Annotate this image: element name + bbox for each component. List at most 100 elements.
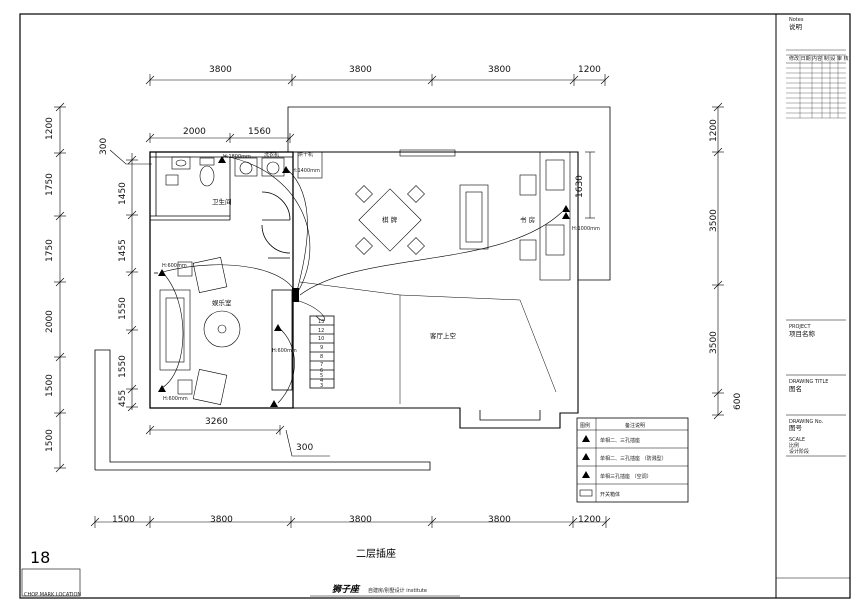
stair-num: 5: [320, 373, 323, 379]
tb-notes-en: Notes: [789, 17, 804, 23]
room-entertainment: 娱乐室: [212, 298, 232, 307]
socket-h600-a: [158, 269, 166, 276]
room-labels: 卫生间 棋 牌 书 房 娱乐室 客厅上空: [212, 197, 535, 340]
stamp-label: CHOP MARK LOCATION: [24, 592, 81, 598]
dim-left-6: 1500: [45, 429, 55, 452]
tb-drawing-no-en: DRAWING No.: [789, 419, 824, 425]
sockets: [158, 156, 570, 407]
legend-row-1: 单相二、三孔插座: [600, 437, 640, 444]
furniture: [159, 149, 571, 405]
dim-1630: 1630: [575, 175, 585, 198]
stair-num: 9: [320, 345, 323, 351]
dim-bottom-3: 3800: [349, 515, 372, 525]
socket-h600-b: [158, 385, 166, 392]
tb-drawing-no-cn: 图号: [789, 424, 803, 432]
dim-inner-left-1: 1450: [118, 182, 128, 205]
stair-numbers: 13 12 10 9 8 7 6 5 4 3: [318, 319, 324, 389]
socket-label-h1000: H:1000mm: [572, 226, 600, 232]
dim-top-3: 3800: [488, 65, 511, 75]
fixture-washer: 洗衣机: [264, 151, 279, 158]
room-study: 书 房: [520, 215, 535, 224]
socket-label-h1800: H:1800mm: [223, 154, 251, 160]
dim-300-top: 300: [99, 138, 109, 155]
socket-h1000-a: [562, 205, 570, 212]
legend-splash-socket-icon: [582, 453, 590, 460]
dim-right-1: 1200: [709, 119, 719, 142]
dimension-lines: [54, 74, 724, 528]
dim-bottom-1: 1500: [112, 515, 135, 525]
socket-label-h600c: H:600mm: [272, 348, 297, 354]
dim-left-2: 1750: [45, 173, 55, 196]
legend-row-4: 开关箱体: [600, 491, 620, 498]
tb-drawing-title-en: DRAWING TITLE: [789, 379, 828, 385]
fixture-dryer: 烘干机: [298, 151, 313, 158]
dim-bottom-2: 3800: [210, 515, 233, 525]
legend-col-1: 图例: [580, 422, 590, 429]
tb-small-3: 设计阶段: [789, 448, 809, 455]
brand-slogan: 自建房/别墅设计 institute: [368, 587, 427, 594]
stair-num: 12: [318, 328, 324, 334]
legend-row-3: 单相三孔插座 （空调）: [600, 473, 652, 480]
dim-bottom-4: 3800: [488, 515, 511, 525]
dim-3260: 3260: [205, 417, 228, 427]
tb-notes-cn: 说明: [789, 22, 803, 31]
dim-left-4: 2000: [45, 310, 55, 333]
walls: [94, 106, 611, 471]
socket-h1000-b: [562, 212, 570, 219]
tb-small-2: 比例: [789, 442, 799, 449]
dim-top-1: 3800: [209, 65, 232, 75]
dim-300-bottom: 300: [296, 443, 313, 453]
stair-num: 8: [320, 354, 323, 360]
dim-left-3: 1750: [45, 239, 55, 262]
socket-label-h600b: H:600mm: [163, 396, 188, 402]
dim-right-2: 3500: [709, 209, 719, 232]
room-mahjong: 棋 牌: [382, 215, 398, 224]
stamp-box: [21, 568, 81, 597]
dim-inner-left-2: 1455: [118, 239, 128, 262]
wiring: [161, 155, 563, 404]
tb-project-en: PROJECT: [789, 324, 812, 330]
title-block: Notes 说明 修改 日期 内容 制 设 审 核 PROJECT 项目名称 D…: [786, 17, 849, 457]
brand-logo: 狮子座: [332, 584, 361, 595]
dim-left-5: 1500: [45, 374, 55, 397]
legend-box-icon: [579, 489, 593, 497]
tb-project-cn: 项目名称: [789, 329, 816, 338]
dim-top-4: 1200: [578, 65, 601, 75]
tb-drawing-title-cn: 图名: [789, 384, 802, 393]
dim-top-2: 3800: [349, 65, 372, 75]
dim-inner-top-2: 1560: [248, 127, 271, 137]
dim-inner-left-5: 455: [118, 390, 128, 407]
legend-row-2: 单相二、三孔插座 （防溅型）: [600, 455, 667, 462]
stair-num: 10: [318, 336, 324, 342]
socket-labels: H:1800mm H:1400mm H:1000mm H:600mm H:600…: [162, 151, 600, 402]
dim-inner-left-3: 1550: [118, 297, 128, 320]
tb-small-1: SCALE: [789, 437, 805, 443]
distribution-box: [292, 288, 299, 302]
dim-right-4: 600: [733, 393, 743, 410]
socket-h1400: [282, 166, 290, 173]
socket-bottom: [270, 400, 278, 407]
stair-num: 6: [320, 368, 323, 374]
socket-h1800: [218, 156, 226, 163]
stair-num: 7: [320, 362, 323, 368]
legend-col-2: 备注说明: [625, 422, 645, 429]
sheet-border: [19, 13, 851, 599]
stair-num: 13: [318, 319, 324, 325]
legend-table: 图例 备注说明 单相二、三孔插座 单相二、三孔插座 （防溅型） 单相三孔插座 （…: [576, 417, 689, 503]
dim-bottom-5: 1200: [578, 515, 601, 525]
dim-inner-top-1: 2000: [183, 127, 206, 137]
room-bath: 卫生间: [212, 197, 232, 206]
sheet-number: 18: [30, 548, 50, 567]
legend-ac-socket-icon: [582, 471, 590, 478]
legend-socket-icon: [582, 435, 590, 442]
socket-h600-c: [274, 324, 282, 331]
stair-num: 3: [320, 383, 323, 389]
stair-num: 4: [320, 378, 323, 384]
socket-label-h600a: H:600mm: [162, 263, 187, 269]
tb-revision-row: 修改 日期 内容 制 设 审 核: [789, 55, 849, 62]
dim-inner-left-4: 1550: [118, 355, 128, 378]
socket-label-h1400: H:1400mm: [292, 168, 320, 174]
dim-right-3: 3500: [709, 331, 719, 354]
